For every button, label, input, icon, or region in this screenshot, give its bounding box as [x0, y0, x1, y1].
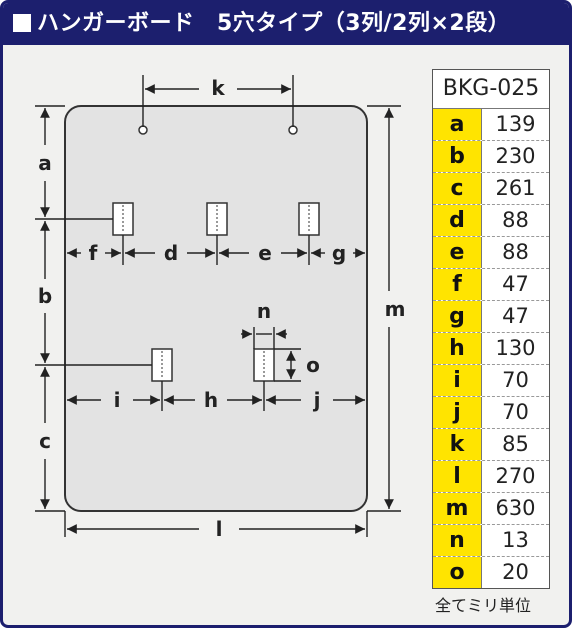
spec-key: c: [433, 173, 482, 204]
spec-key: i: [433, 365, 482, 396]
spec-row-o: o 20: [433, 557, 549, 588]
spec-key: l: [433, 461, 482, 492]
dim-label-e: e: [258, 241, 272, 265]
spec-value: 47: [502, 272, 529, 296]
spec-value: 70: [502, 368, 529, 392]
spec-row-j: j 70: [433, 397, 549, 429]
spec-value: 85: [502, 432, 529, 456]
spec-value: 230: [495, 144, 536, 168]
title-square-icon: [13, 14, 31, 32]
page-title: ハンガーボード 5穴タイプ（3列/2列×2段）: [37, 11, 511, 36]
spec-row-g: g 47: [433, 301, 549, 333]
spec-row-h: h 130: [433, 333, 549, 365]
spec-key: n: [433, 525, 482, 556]
spec-value: 88: [502, 208, 529, 232]
spec-key: g: [433, 301, 482, 332]
spec-row-f: f 47: [433, 269, 549, 301]
dim-label-o: o: [306, 353, 320, 377]
dim-label-b: b: [38, 284, 52, 308]
dim-label-m: m: [385, 297, 406, 321]
board-diagram: k a b c f d e g n o i h j m l: [35, 75, 406, 541]
spec-row-n: n 13: [433, 525, 549, 557]
dim-label-f: f: [89, 241, 98, 265]
spec-key: a: [433, 109, 482, 140]
dim-label-k: k: [211, 76, 225, 100]
dim-label-g: g: [332, 241, 346, 265]
dim-label-i: i: [114, 388, 121, 412]
dim-label-n: n: [257, 299, 271, 323]
spec-row-k: k 85: [433, 429, 549, 461]
dim-label-h: h: [204, 388, 218, 412]
spec-row-d: d 88: [433, 205, 549, 237]
dim-label-d: d: [164, 241, 178, 265]
spec-key: m: [433, 493, 482, 524]
spec-key: e: [433, 237, 482, 268]
spec-row-l: l 270: [433, 461, 549, 493]
spec-row-m: m 630: [433, 493, 549, 525]
spec-value: 47: [502, 304, 529, 328]
spec-row-a: a 139: [433, 109, 549, 141]
spec-table: BKG-025 a 139 b 230 c 261 d 88 e 88 f 47 g 47 h…: [432, 69, 550, 589]
spec-key: b: [433, 141, 482, 172]
spec-value: 88: [502, 240, 529, 264]
spec-key: f: [433, 269, 482, 300]
spec-value: 13: [502, 528, 529, 552]
spec-row-c: c 261: [433, 173, 549, 205]
spec-value: 130: [495, 336, 536, 360]
spec-row-b: b 230: [433, 141, 549, 173]
unit-note: 全てミリ単位: [435, 596, 532, 615]
spec-value: 70: [502, 400, 529, 424]
spec-key: o: [433, 557, 482, 588]
hanging-hole-left: [138, 125, 148, 135]
dim-label-a: a: [38, 151, 52, 175]
model-number: BKG-025: [433, 70, 549, 109]
spec-value: 139: [495, 112, 536, 136]
spec-key: h: [433, 333, 482, 364]
hanger-board: [64, 105, 368, 512]
spec-value: 20: [502, 560, 529, 584]
spec-key: j: [433, 397, 482, 428]
spec-row-e: e 88: [433, 237, 549, 269]
title-bar: ハンガーボード 5穴タイプ（3列/2列×2段）: [3, 3, 569, 45]
dim-label-j: j: [313, 388, 321, 412]
spec-value: 270: [495, 464, 536, 488]
dim-label-l: l: [216, 517, 223, 541]
spec-value: 630: [495, 496, 536, 520]
hanging-hole-right: [288, 125, 298, 135]
spec-value: 261: [495, 176, 536, 200]
spec-key: k: [433, 429, 482, 460]
dim-label-c: c: [39, 429, 51, 453]
spec-row-i: i 70: [433, 365, 549, 397]
spec-key: d: [433, 205, 482, 236]
